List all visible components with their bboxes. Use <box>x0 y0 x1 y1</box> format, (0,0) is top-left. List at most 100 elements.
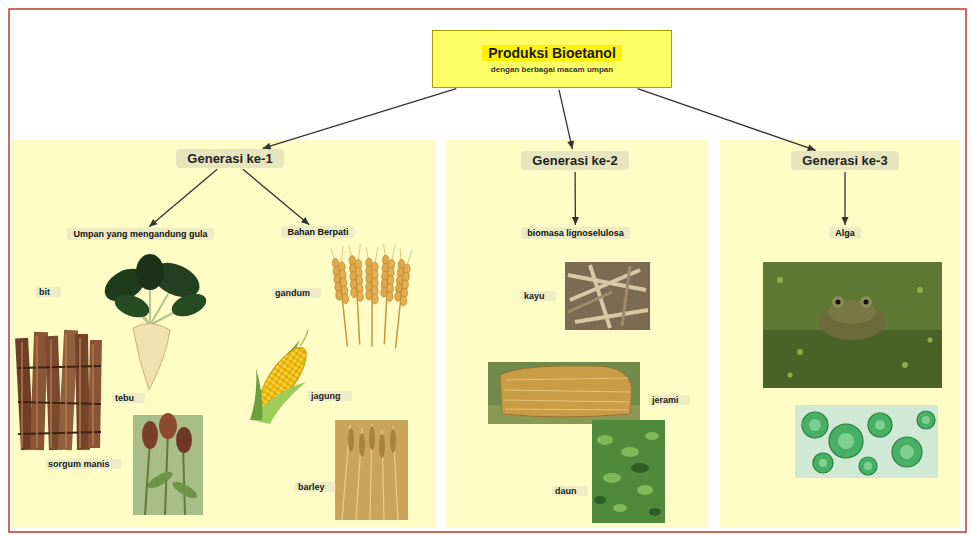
node-text: Alga <box>835 228 855 238</box>
feedstock-category: Umpan yang mengandung gula <box>67 228 214 240</box>
leaves-picture <box>637 485 653 495</box>
title-box: Produksi Bioetanoldengan berbagai macam … <box>432 30 672 88</box>
beet-picture <box>136 254 164 290</box>
sugarcane-picture <box>15 330 102 451</box>
node-text: Umpan yang mengandung gula <box>73 229 207 239</box>
leaves-picture <box>649 508 661 516</box>
outer-frame <box>9 9 966 532</box>
frog-picture <box>763 262 942 388</box>
arrow-head <box>842 217 849 225</box>
algae-picture <box>875 420 885 430</box>
sugarcane-picture <box>18 402 101 404</box>
sorghum-picture <box>159 413 177 439</box>
sorghum-picture <box>142 421 158 449</box>
leaves-picture <box>613 504 627 512</box>
wood-picture <box>565 262 650 330</box>
connector-arrow <box>149 169 217 226</box>
feedstock-category: Alga <box>829 227 861 239</box>
connector-arrow <box>263 89 457 150</box>
algae-picture <box>838 433 854 449</box>
feedstock-label: daun <box>552 486 588 496</box>
straw-picture <box>488 362 640 424</box>
feedstock-label: barley <box>295 482 336 492</box>
frog-picture <box>928 338 933 343</box>
leaves-picture <box>597 432 659 512</box>
node-text: Bahan Berpati <box>287 227 348 237</box>
straw-picture <box>504 378 630 410</box>
sugarcane-picture <box>18 366 101 434</box>
straw-picture <box>504 400 630 402</box>
leaves-picture <box>631 463 649 473</box>
wheat-picture <box>378 244 396 345</box>
connector-line <box>638 89 816 151</box>
feedstock-label: tebu <box>112 393 145 403</box>
beet-picture <box>99 254 209 390</box>
barley-picture <box>348 428 354 452</box>
algae-picture <box>819 459 827 467</box>
wheat-picture <box>331 244 412 349</box>
connector-arrow <box>842 172 849 225</box>
straw-picture <box>488 362 640 424</box>
algae-picture <box>868 413 892 437</box>
connector-line <box>149 169 217 226</box>
sugarcane-picture <box>18 366 101 368</box>
leaves-picture <box>597 435 613 445</box>
generation-heading: Generasi ke-1 <box>176 149 284 168</box>
algae-picture <box>813 453 833 473</box>
algae-picture <box>829 424 863 458</box>
barley-picture <box>359 433 365 457</box>
feedstock-label: bit <box>36 287 61 297</box>
algae-picture <box>802 411 935 475</box>
corn-picture <box>300 330 308 346</box>
sorghum-picture <box>183 445 185 515</box>
generation-panel <box>720 140 960 528</box>
wood-picture <box>575 310 648 322</box>
beet-picture <box>169 289 210 320</box>
frog-picture <box>832 296 844 308</box>
algae-picture <box>809 416 930 470</box>
leaves-picture <box>594 496 606 504</box>
arrow-head <box>301 217 309 225</box>
frog-picture <box>860 296 872 308</box>
frog-picture <box>917 287 923 293</box>
sugarcane-picture <box>65 334 67 448</box>
wheat-picture <box>366 247 378 347</box>
feedstock-label: gandum <box>272 288 321 298</box>
algae-picture <box>864 462 872 470</box>
wheat-picture <box>389 248 412 349</box>
algae-picture <box>795 405 938 478</box>
sugarcane-picture <box>50 340 52 448</box>
algae-picture <box>802 412 828 438</box>
sugarcane-picture <box>22 334 93 448</box>
wood-picture <box>622 266 630 326</box>
leaves-picture <box>594 463 661 516</box>
frog-picture <box>788 373 793 378</box>
algae-picture <box>795 405 938 478</box>
feedstock-category: biomasa lignoselulosa <box>521 227 630 239</box>
generation-panel <box>446 140 708 528</box>
feedstock-label: sorgum manis <box>45 459 121 469</box>
frog-picture <box>836 300 841 305</box>
node-text: Generasi ke-1 <box>187 151 272 166</box>
frog-picture <box>902 362 908 368</box>
arrow-head <box>567 140 574 149</box>
sugarcane-picture <box>92 344 94 446</box>
connector-arrow <box>243 169 309 224</box>
arrow-head <box>572 217 579 225</box>
frog-picture <box>797 349 803 355</box>
barley-picture <box>379 434 385 458</box>
sorghum-picture <box>170 479 199 502</box>
barley-picture <box>335 420 408 520</box>
feedstock-label: kayu <box>521 291 556 301</box>
wood-picture <box>568 265 648 328</box>
frog-picture <box>777 277 783 283</box>
barley-picture <box>390 429 396 453</box>
node-text: Generasi ke-3 <box>802 153 887 168</box>
sugarcane-picture <box>79 338 81 448</box>
node-subtext: dengan berbagai macam umpan <box>491 65 613 74</box>
leaves-picture <box>621 447 639 457</box>
algae-picture <box>900 445 914 459</box>
corn-picture <box>250 368 262 420</box>
sorghum-picture <box>176 427 192 453</box>
